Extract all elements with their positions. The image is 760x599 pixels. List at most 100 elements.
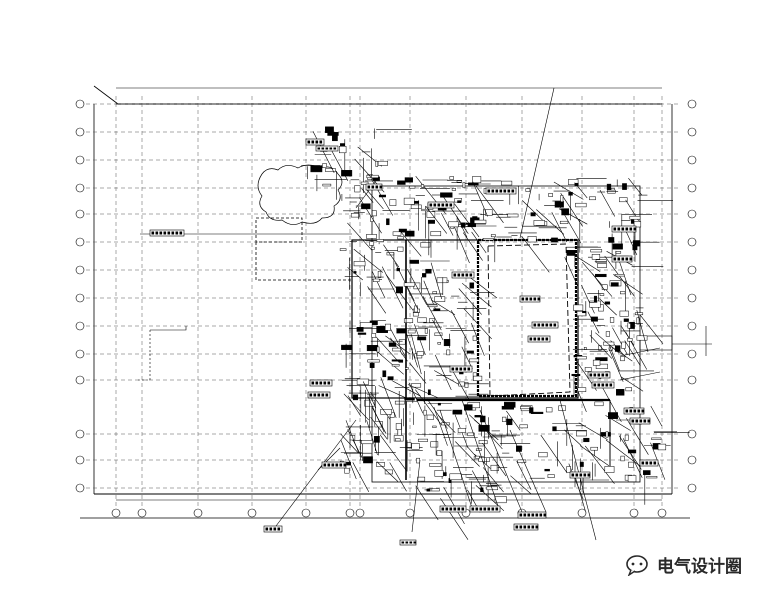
tag-glyph <box>617 227 621 231</box>
equipment-block <box>449 473 462 481</box>
tag-glyph <box>613 257 617 261</box>
wire <box>458 288 482 315</box>
equipment-block <box>416 457 420 464</box>
revision-cloud <box>257 164 343 225</box>
tag-glyph <box>171 231 175 235</box>
equipment-block <box>380 409 392 415</box>
equipment-block <box>589 196 596 201</box>
tag-glyph <box>629 409 633 413</box>
equipment-block <box>392 347 401 352</box>
tag-glyph <box>277 527 281 531</box>
equipment-block <box>423 409 427 416</box>
axis-bubble <box>345 508 355 518</box>
equipment-block <box>396 286 403 294</box>
equipment-block <box>538 452 548 458</box>
wire <box>450 310 469 344</box>
equipment-block <box>576 430 587 437</box>
equipment-block <box>475 455 480 459</box>
tag-glyph <box>639 419 643 423</box>
axis-bubble <box>75 349 85 359</box>
tag-glyph <box>495 189 499 193</box>
wire <box>343 393 369 421</box>
tag-glyph <box>649 461 653 465</box>
tag-glyph <box>453 273 457 277</box>
tag-glyph <box>521 297 525 301</box>
equipment-block <box>593 295 597 303</box>
tag-glyph <box>543 513 547 517</box>
tag-glyph <box>429 203 433 207</box>
tag-glyph <box>511 189 515 193</box>
equipment-block <box>388 342 397 347</box>
equipment-block <box>559 220 569 224</box>
axis-bubble <box>75 321 85 331</box>
equipment-block <box>391 364 400 367</box>
tag-glyph <box>467 367 471 371</box>
tag-glyph <box>487 507 491 511</box>
tag-glyph <box>625 409 629 413</box>
wire <box>471 322 485 356</box>
equipment-block <box>466 350 474 354</box>
wire <box>613 274 643 295</box>
tag-glyph <box>175 231 179 235</box>
equipment-block <box>591 254 601 260</box>
equipment-block <box>533 220 545 226</box>
wire <box>379 434 407 472</box>
equipment-block <box>446 349 451 356</box>
axis-bubble <box>355 508 365 518</box>
tag-glyph <box>317 393 321 397</box>
tag-glyph <box>449 507 453 511</box>
wire <box>366 189 384 210</box>
axis-bubbles <box>75 99 697 518</box>
equipment-block <box>404 230 415 237</box>
tag-glyph <box>533 323 537 327</box>
equipment-block <box>436 277 448 284</box>
wire <box>469 277 498 299</box>
equipment-block <box>443 339 451 347</box>
equipment-block <box>372 278 380 282</box>
equipment-block <box>630 219 635 224</box>
wire <box>466 445 478 459</box>
wire <box>391 380 421 397</box>
wire <box>422 296 442 331</box>
tag-glyph <box>325 393 329 397</box>
equipment-block <box>494 496 507 504</box>
tag-glyph <box>527 525 531 529</box>
equipment-block <box>575 202 587 208</box>
tag-glyph <box>507 189 511 193</box>
tag-glyph <box>461 273 465 277</box>
equipment-block <box>619 310 629 317</box>
axis-bubble <box>75 483 85 493</box>
equipment-block <box>605 431 609 438</box>
equipment-block <box>421 208 429 212</box>
axis-bubble <box>75 375 85 385</box>
tag-box <box>149 229 185 237</box>
wire <box>506 410 521 431</box>
tag-glyph <box>523 525 527 529</box>
equipment-block <box>424 328 428 334</box>
equipment-block <box>632 240 641 247</box>
equipment-block <box>409 259 420 264</box>
tag-glyph <box>633 227 637 231</box>
wire <box>347 222 373 251</box>
wire <box>375 336 400 363</box>
wire <box>636 310 649 353</box>
equipment-block <box>595 273 607 278</box>
equipment-block <box>506 418 513 426</box>
equipment-block <box>325 126 334 133</box>
equipment-block <box>603 341 615 346</box>
tag-glyph <box>401 541 405 544</box>
equipment-block <box>397 180 406 185</box>
equipment-block <box>392 231 402 236</box>
tag-glyph <box>311 140 315 144</box>
axis-bubble <box>687 483 697 493</box>
tag-glyph <box>409 541 413 544</box>
wire <box>455 441 480 467</box>
tag-glyph <box>515 525 519 529</box>
equipment-block <box>474 415 481 418</box>
axis-bubble <box>687 99 697 109</box>
equipment-block <box>599 293 605 296</box>
equipment-block <box>480 415 486 423</box>
tag-glyph <box>605 383 609 387</box>
axis-bubble <box>687 375 697 385</box>
